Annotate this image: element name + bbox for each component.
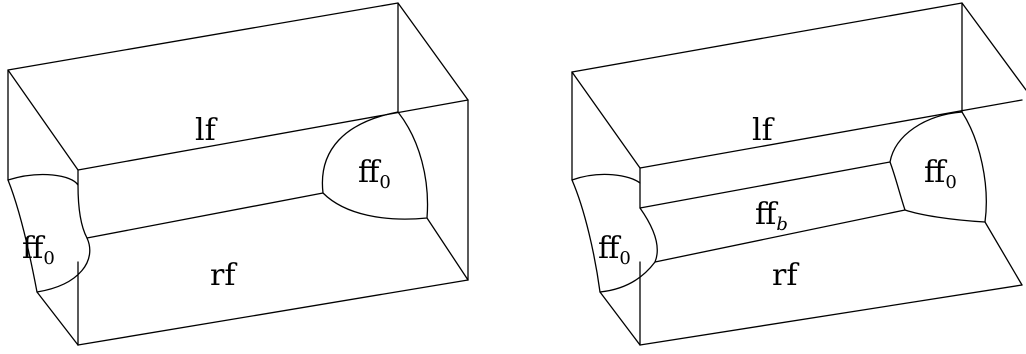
right-label-ff0-left: ff0 xyxy=(598,231,631,269)
left-label-rf: rf xyxy=(210,258,237,293)
right-ffb-top-edge xyxy=(639,161,891,209)
left-label-lf: lf xyxy=(195,113,218,148)
left-box-mid-edge xyxy=(86,192,324,239)
left-label-ff0-left: ff0 xyxy=(22,231,55,269)
right-label-ffb: ffb xyxy=(755,197,788,235)
right-label-lf: lf xyxy=(752,113,775,148)
right-ff0-left-patch xyxy=(571,173,658,293)
right-label-ff0-right: ff0 xyxy=(924,155,957,193)
right-box-top-front-edge xyxy=(571,71,1023,169)
right-ff0-right-patch xyxy=(889,111,987,223)
left-ff0-right-patch xyxy=(321,111,429,220)
left-ff0-left-patch xyxy=(7,173,91,293)
left-box-bottom-edge xyxy=(77,279,469,346)
left-box-top-edges xyxy=(7,2,469,171)
right-box-left-lower-edge xyxy=(599,291,641,346)
right-box-top-edges xyxy=(571,2,1026,91)
right-box-bottom-edge xyxy=(639,284,1023,346)
left-box-bottom-right-edge xyxy=(426,217,469,281)
left-diagram: lf rf ff0 ff0 xyxy=(7,2,469,346)
right-label-rf: rf xyxy=(772,258,799,293)
left-label-ff0-right: ff0 xyxy=(358,155,391,193)
left-box-left-lower-edge xyxy=(36,291,79,346)
right-box-bottom-right-edge xyxy=(984,221,1023,286)
right-diagram: lf rf ffb ff0 ff0 xyxy=(571,2,1026,346)
right-ffb-bottom-edge xyxy=(654,209,906,263)
